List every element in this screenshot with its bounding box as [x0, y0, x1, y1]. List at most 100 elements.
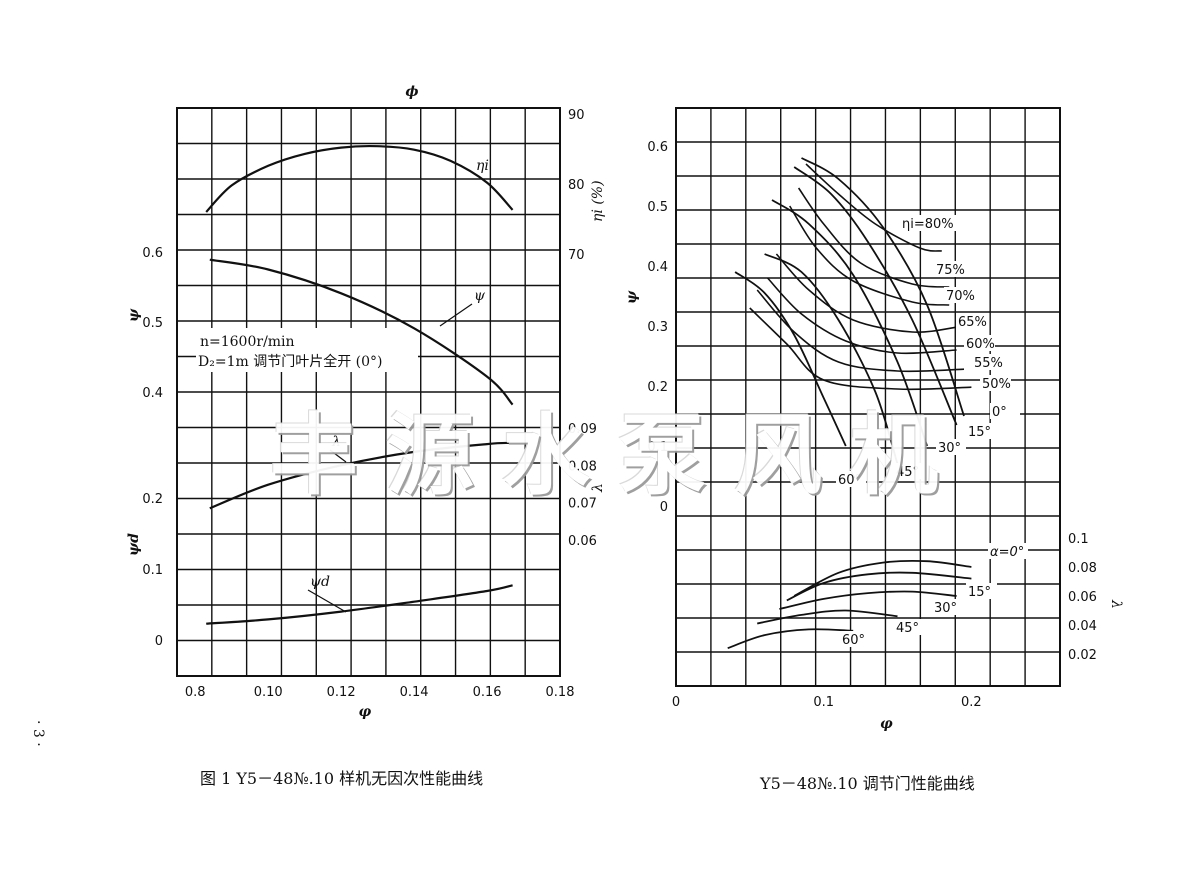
pressure-curve-label-3: 45° — [896, 465, 919, 480]
efficiency-contour-4 — [767, 277, 957, 355]
lambda-label-bg — [966, 583, 997, 599]
left-series-label-λ: λ — [331, 434, 341, 450]
left-series-leader — [307, 589, 347, 613]
pressure-curve-label-0: 0° — [992, 405, 1007, 420]
right-plot-frame — [675, 107, 1061, 687]
left-series-line-ψd — [206, 584, 513, 625]
efficiency-label-2: 70% — [946, 289, 975, 304]
left-x-tick-label: 0.8 — [185, 685, 206, 700]
left-series-leader — [439, 303, 473, 327]
left-right-tick-label: 90 — [568, 108, 585, 123]
pressure-label-bg — [966, 423, 996, 439]
efficiency-label-bg — [956, 313, 987, 329]
left-series-line-ηi — [205, 144, 514, 213]
lambda-curve-4 — [727, 628, 854, 650]
lambda-curve-label-2: 30° — [934, 601, 957, 616]
left-y-tick-label: 0.1 — [142, 563, 163, 578]
efficiency-label-bg — [964, 335, 995, 351]
left-series-label-ηi: ηi — [476, 158, 489, 174]
left-x-tick-label: 0.16 — [473, 685, 502, 700]
efficiency-contour-2 — [789, 205, 950, 306]
right-grid — [675, 107, 1061, 687]
lambda-curve-label-4: 60° — [842, 633, 865, 648]
efficiency-label-5: 55% — [974, 356, 1003, 371]
left-series-line-λ — [209, 441, 509, 510]
left-right-tick-label: 0.06 — [568, 534, 597, 549]
pressure-curve-label-1: 15° — [968, 425, 991, 440]
pressure-curve-label-2: 30° — [938, 441, 961, 456]
pressure-label-bg — [836, 471, 866, 487]
left-y-tick-label: 0.6 — [142, 246, 163, 261]
left-annotation-bg — [196, 328, 418, 372]
efficiency-label-bg — [944, 287, 975, 303]
left-x-tick-label: 0.14 — [400, 685, 429, 700]
efficiency-label-bg — [900, 215, 958, 231]
efficiency-label-6: 50% — [982, 377, 1011, 392]
left-y-tick-label: 0.4 — [142, 386, 163, 401]
right-y-tick-label: 0.1 — [647, 440, 668, 455]
pressure-curve-label-4: 60° — [838, 473, 861, 488]
left-series-leader — [329, 449, 347, 463]
left-y-tick-label: 0.2 — [142, 492, 163, 507]
efficiency-contour-3 — [775, 253, 957, 333]
left-y-axis-label-psid: ψd — [126, 533, 142, 556]
left-y-tick-label: 0.5 — [142, 316, 163, 331]
pressure-label-bg — [936, 439, 966, 455]
lambda-curve-label-3: 45° — [896, 621, 919, 636]
left-annotation-diameter: D₂=1m 调节门叶片全开 (0°) — [198, 353, 382, 370]
right-y-tick-label: 0.6 — [647, 140, 668, 155]
efficiency-label-bg — [980, 375, 1011, 391]
pressure-curve-1 — [793, 166, 958, 426]
efficiency-contour-1 — [797, 187, 950, 288]
right-lambda-axis-label: λ — [1108, 599, 1124, 609]
lambda-curve-2 — [779, 590, 957, 610]
right-y-tick-label: 0.2 — [647, 380, 668, 395]
right-y-tick-label: 0.3 — [647, 320, 668, 335]
lambda-curve-label-0: α=0° — [990, 545, 1024, 560]
efficiency-label-0: ηi=80% — [902, 217, 954, 232]
right-lambda-tick-label: 0.02 — [1068, 648, 1097, 663]
right-x-tick-label: 0.1 — [813, 695, 834, 710]
efficiency-label-4: 60% — [966, 337, 995, 352]
pressure-curve-0 — [801, 157, 965, 417]
pressure-curve-4 — [734, 271, 847, 447]
left-x-tick-label: 0.10 — [254, 685, 283, 700]
left-x-tick-label: 0.18 — [546, 685, 575, 700]
page-number: · 3 · — [30, 720, 46, 747]
pressure-curve-2 — [771, 199, 928, 447]
left-series-label-ψd: ψd — [310, 574, 330, 590]
efficiency-label-3: 65% — [958, 315, 987, 330]
right-figure-caption: Y5－48№.10 调节门性能曲线 — [760, 774, 975, 793]
left-x-tick-label: 0.12 — [327, 685, 356, 700]
left-series-label-ψ: ψ — [474, 288, 486, 304]
right-y-axis-label: ψ — [624, 290, 640, 304]
left-grid — [176, 107, 561, 677]
left-right-axis-label-eta: ηi (%) — [590, 180, 606, 222]
pressure-curve-3 — [764, 253, 899, 465]
left-right-tick-label: 0.07 — [568, 497, 597, 512]
left-annotation-speed: n=1600r/min — [200, 334, 295, 350]
lambda-curve-0 — [793, 559, 972, 597]
lambda-label-bg — [988, 543, 1028, 559]
right-y-tick-label: 0 — [660, 500, 668, 515]
right-y-tick-label: 0.4 — [647, 260, 668, 275]
left-x-axis-label: φ — [359, 704, 372, 720]
lambda-label-bg — [932, 599, 963, 615]
lambda-curve-1 — [786, 571, 972, 602]
efficiency-label-1: 75% — [936, 263, 965, 278]
left-right-tick-label: 70 — [568, 248, 585, 263]
right-x-axis-label: φ — [880, 716, 893, 732]
lambda-label-bg — [894, 619, 925, 635]
left-right-tick-label: 80 — [568, 178, 585, 193]
left-right-tick-label: 0.09 — [568, 422, 597, 437]
efficiency-label-bg — [972, 354, 1003, 370]
right-y-tick-label: 0.5 — [647, 200, 668, 215]
lambda-curve-label-1: 15° — [968, 585, 991, 600]
lambda-label-bg — [840, 631, 871, 647]
right-lambda-tick-label: 0.1 — [1068, 532, 1089, 547]
efficiency-contour-6 — [749, 307, 972, 391]
pressure-label-bg — [990, 403, 1020, 419]
